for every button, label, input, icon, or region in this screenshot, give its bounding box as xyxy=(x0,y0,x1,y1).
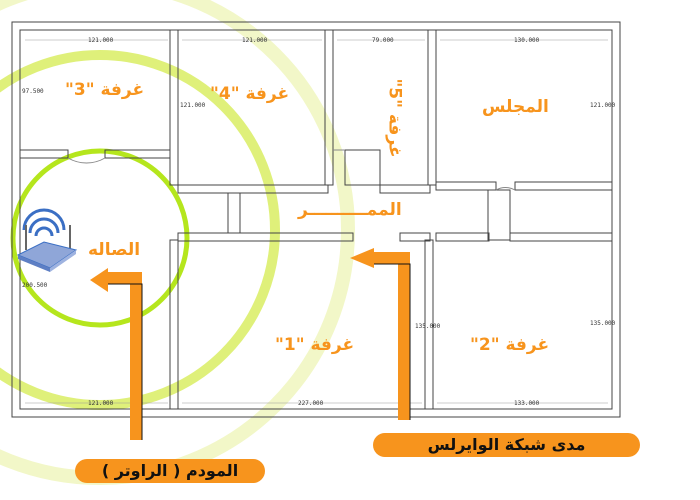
column-majlis xyxy=(487,189,511,241)
dimension-label: 135.000 xyxy=(415,323,441,330)
dimension-label: 121.000 xyxy=(242,37,268,44)
wall-h-corridor-bottom xyxy=(177,232,354,242)
wall-v1 xyxy=(169,29,179,186)
outer-wall-outline xyxy=(11,21,621,418)
corridor-closet-2 xyxy=(344,149,381,186)
corridor-label: الممــــــــــر xyxy=(298,200,402,220)
dimension-label: 227.000 xyxy=(298,400,324,407)
walls xyxy=(11,21,621,418)
wall-h-hall-top2 xyxy=(104,149,171,159)
wifi-ring-middle xyxy=(0,50,280,410)
wifi-router-icon xyxy=(16,208,78,272)
wall-h-room2-top xyxy=(435,232,490,242)
outer-wall-inner xyxy=(19,29,613,410)
wifi-coverage-rings xyxy=(0,0,355,485)
dimension-label: 79.000 xyxy=(372,37,394,44)
door-swing-room3 xyxy=(67,157,106,164)
wall-v3 xyxy=(427,29,437,186)
hall-label: الصاله xyxy=(88,240,141,260)
wall-h-majlis-bottom2 xyxy=(514,181,613,191)
room-1-label: غرفة "1" xyxy=(275,335,355,355)
room-5-label: غرفة "5" xyxy=(384,78,405,158)
dimension-label: 121.000 xyxy=(88,37,114,44)
wall-h-room2-top2 xyxy=(509,232,613,242)
wifi-ring-inner xyxy=(10,148,190,328)
wall-h-majlis-bottom xyxy=(435,181,497,191)
room-2-label: غرفة "2" xyxy=(470,335,550,355)
dimension-label: 121.000 xyxy=(590,102,616,109)
dimension-label: 121.000 xyxy=(88,400,114,407)
dimension-label: 135.000 xyxy=(590,320,616,327)
majlis-label: المجلس xyxy=(482,97,549,117)
wall-h-hall-top xyxy=(19,149,69,159)
room-3-label: غرفة "3" xyxy=(65,80,145,100)
wall-v4 xyxy=(169,239,179,410)
modem-router-caption: المودم ( الراوتر ) xyxy=(75,459,265,483)
corridor-closet-1 xyxy=(227,192,241,234)
arrow-to-corridor xyxy=(350,248,411,420)
dimension-label: 121.000 xyxy=(180,102,206,109)
door-swing-majlis xyxy=(495,186,516,191)
dimension-label: 97.500 xyxy=(22,88,44,95)
wall-v5 xyxy=(424,239,434,410)
room-4-label: غرفة "4" xyxy=(210,84,290,104)
wall-h-corridor-top2 xyxy=(379,184,431,194)
wall-h-corridor-top xyxy=(177,184,329,194)
wall-h-corridor-bottom2 xyxy=(399,232,431,242)
wall-v2 xyxy=(324,29,334,186)
arrow-to-router xyxy=(90,268,143,440)
dimension-label: 130.000 xyxy=(514,37,540,44)
dimension-label: 133.000 xyxy=(514,400,540,407)
dimension-label: 200.500 xyxy=(22,282,48,289)
wireless-range-caption: مدى شبكة الوايرلس xyxy=(373,433,640,457)
